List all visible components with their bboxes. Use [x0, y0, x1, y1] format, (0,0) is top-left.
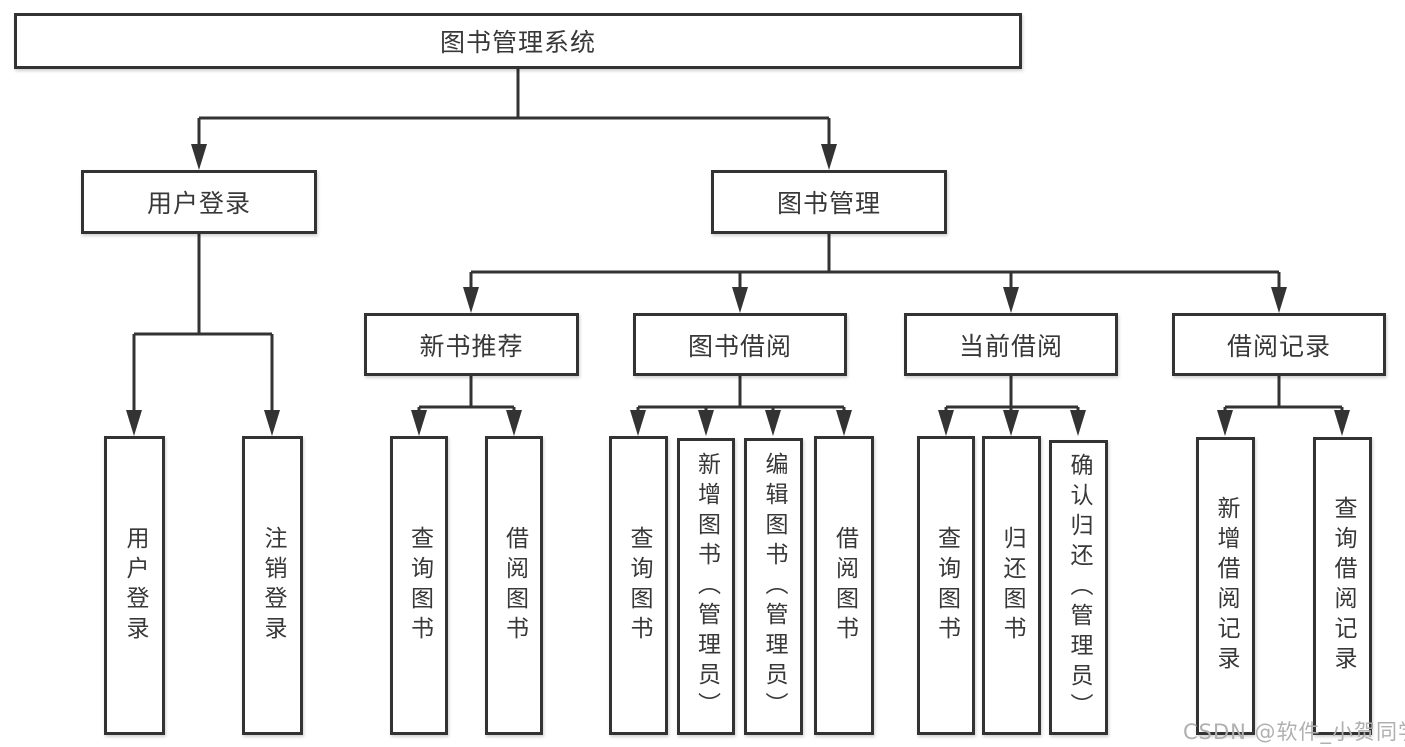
- connector-root-to-level2: [197, 69, 831, 148]
- connector-user-login-children: [132, 234, 274, 414]
- node-leaf-logout: 注销登录: [242, 436, 303, 735]
- arrowheads-current-borrow-children: [938, 410, 1086, 436]
- node-leaf-confirm-return-admin: 确认归还（管理员）: [1049, 440, 1108, 735]
- node-label: 新书推荐: [419, 331, 524, 361]
- arrowheads-user-login-children: [126, 410, 280, 436]
- node-user-login: 用户登录: [81, 170, 317, 234]
- node-label: 图书借阅: [687, 331, 792, 361]
- node-label: 借阅记录: [1226, 331, 1331, 361]
- node-label: 查询图书: [406, 525, 433, 646]
- node-label: 借阅图书: [831, 525, 858, 646]
- node-label: 查询借阅记录: [1330, 496, 1356, 676]
- connector-borrow-records-children: [1223, 376, 1344, 414]
- node-leaf-add-books-admin: 新增图书（管理员）: [677, 438, 735, 735]
- node-leaf-query-books-3: 查询图书: [917, 436, 975, 735]
- arrowheads-borrow-records-children: [1217, 410, 1350, 436]
- node-leaf-query-books-1: 查询图书: [390, 436, 448, 735]
- node-label: 当前借阅: [958, 331, 1063, 361]
- node-leaf-borrow-books-2: 借阅图书: [814, 436, 874, 735]
- arrowheads-book-borrow-children: [630, 410, 852, 436]
- node-leaf-query-borrow-record: 查询借阅记录: [1313, 437, 1372, 735]
- node-leaf-query-books-2: 查询图书: [609, 436, 668, 735]
- node-label: 查询图书: [626, 525, 652, 646]
- connector-book-borrow-children: [636, 376, 846, 414]
- node-label: 用户登录: [146, 189, 251, 218]
- node-label: 注销登录: [260, 525, 286, 646]
- arrowheads-level2: [191, 144, 837, 170]
- node-new-book-recommend: 新书推荐: [364, 313, 579, 376]
- arrowheads-new-book-children: [411, 410, 522, 436]
- node-label: 编辑图书（管理员）: [761, 451, 787, 722]
- node-leaf-add-borrow-record: 新增借阅记录: [1196, 437, 1255, 735]
- node-leaf-edit-books-admin: 编辑图书（管理员）: [744, 438, 803, 735]
- node-label: 查询图书: [933, 525, 960, 646]
- node-leaf-return-books: 归还图书: [982, 436, 1041, 735]
- node-book-borrow: 图书借阅: [633, 313, 847, 376]
- node-label: 确认归还（管理员）: [1066, 452, 1092, 723]
- node-borrow-records: 借阅记录: [1172, 313, 1386, 376]
- node-label: 图书管理系统: [439, 28, 596, 57]
- node-label: 归还图书: [999, 525, 1025, 646]
- node-leaf-borrow-books-1: 借阅图书: [485, 436, 543, 735]
- node-current-borrow: 当前借阅: [904, 313, 1118, 376]
- connector-book-management-children: [469, 234, 1281, 291]
- node-label: 图书管理: [776, 189, 881, 218]
- node-label: 新增图书（管理员）: [693, 451, 720, 722]
- node-book-management: 图书管理: [711, 170, 947, 234]
- node-label: 借阅图书: [501, 525, 528, 646]
- arrowheads-book-management-children: [463, 287, 1287, 313]
- csdn-watermark: CSDN @软件_小贺同学: [1183, 720, 1405, 744]
- connector-current-borrow-children: [944, 376, 1080, 414]
- node-leaf-user-login: 用户登录: [104, 436, 165, 735]
- connector-new-book-children: [417, 376, 516, 414]
- node-label: 新增借阅记录: [1213, 496, 1239, 676]
- node-label: 用户登录: [122, 525, 148, 646]
- node-root-library-system: 图书管理系统: [14, 13, 1022, 69]
